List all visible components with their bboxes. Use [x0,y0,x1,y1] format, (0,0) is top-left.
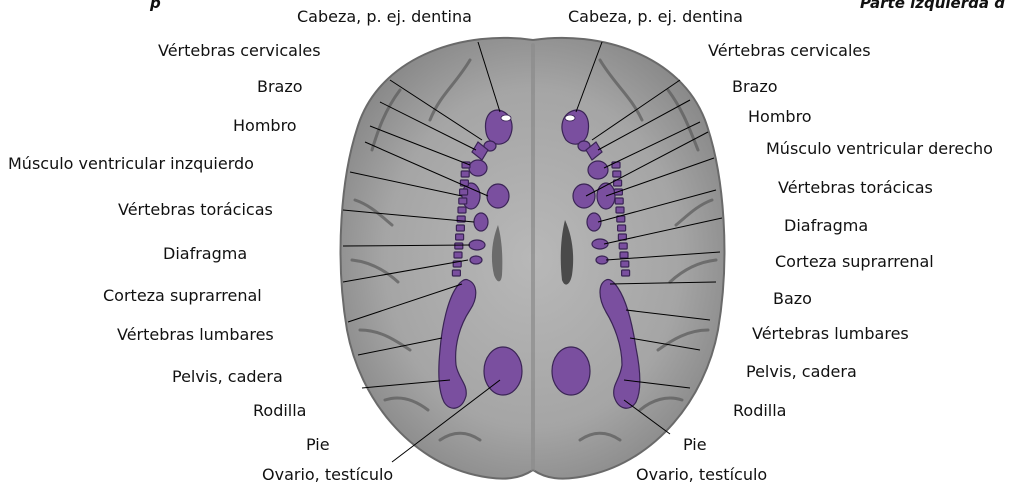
label-right: Bazo [773,290,812,308]
vertebra-right [616,207,624,213]
label-left: Músculo ventricular inzquierdo [8,155,254,173]
label-left: Vértebras lumbares [117,326,274,344]
label-right: Cabeza, p. ej. dentina [568,8,743,26]
vertebra-right [615,198,623,204]
label-left: Corteza suprarrenal [103,287,262,305]
dentin-mark-left [501,115,511,121]
vertebra-left [458,207,466,213]
organ-diaphragm-left [474,213,488,231]
vertebra-right [613,171,621,177]
vertebra-right [621,261,629,267]
label-left: Rodilla [253,402,306,420]
organ-right-ventricle [573,184,595,208]
organ-adrenal2-left [470,256,482,264]
vertebra-left [455,243,463,249]
label-left: Pie [306,436,330,454]
vertebra-right [619,243,627,249]
label-left: Hombro [233,117,297,135]
label-right: Pie [683,436,707,454]
vertebra-left [452,270,460,276]
header-right: Parte izquierda d [860,0,1005,12]
header-left: p [150,0,161,12]
label-right: Vértebras torácicas [778,179,933,197]
label-left: Pelvis, cadera [172,368,283,386]
vertebra-left [456,234,464,240]
label-left: Diafragma [163,245,247,263]
label-right: Vértebras cervicales [708,42,871,60]
organ-upper-left [462,183,480,209]
vertebra-left [456,225,464,231]
label-left: Brazo [257,78,303,96]
label-right: Rodilla [733,402,786,420]
organ-shoulder-left [469,160,487,176]
vertebra-left [459,198,467,204]
label-right: Diafragma [784,217,868,235]
label-right: Pelvis, cadera [746,363,857,381]
dentin-mark-right [565,115,575,121]
organ-head-right [562,110,589,144]
label-left: Ovario, testículo [262,466,393,484]
label-left: Vértebras cervicales [158,42,321,60]
vertebra-right [620,252,628,258]
vertebra-right [612,162,620,168]
vertebra-right [618,225,626,231]
label-right: Vértebras lumbares [752,325,909,343]
organ-gonad-right [552,347,590,395]
vertebra-left [454,252,462,258]
label-left: Vértebras torácicas [118,201,273,219]
label-left: Cabeza, p. ej. dentina [297,8,472,26]
organ-adrenal-left [469,240,485,250]
vertebra-left [460,189,468,195]
label-right: Brazo [732,78,778,96]
label-right: Hombro [748,108,812,126]
organ-left-ventricle [487,184,509,208]
organ-shoulder-right [588,161,608,179]
label-right: Ovario, testículo [636,466,767,484]
vertebra-left [461,171,469,177]
label-right: Músculo ventricular derecho [766,140,993,158]
vertebra-right [622,270,630,276]
label-right: Corteza suprarrenal [775,253,934,271]
brain-silhouette [341,38,725,479]
